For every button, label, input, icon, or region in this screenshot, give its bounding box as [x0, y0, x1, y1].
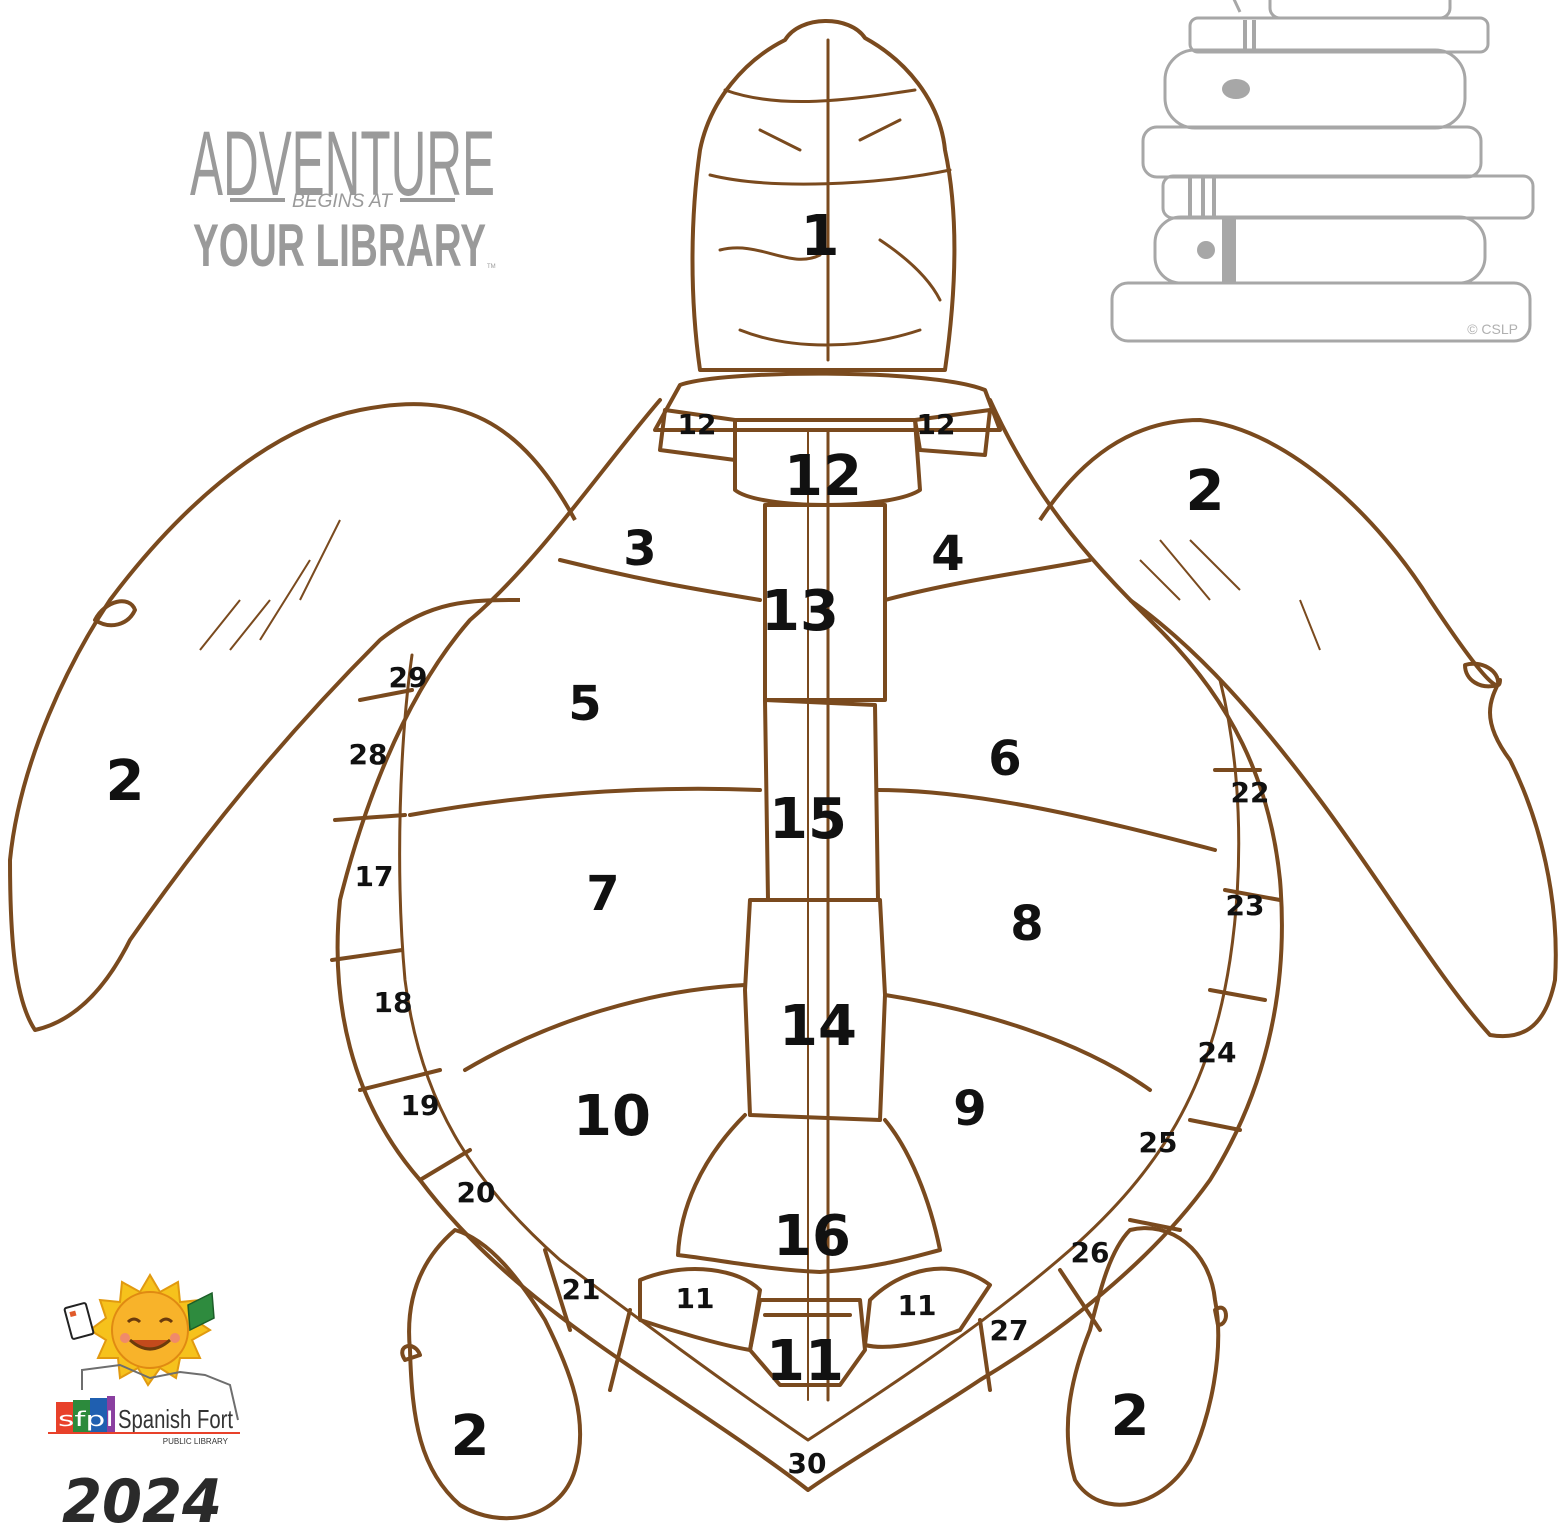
region-label: 28 — [349, 738, 388, 771]
library-name: Spanish Fort — [118, 1404, 234, 1434]
region-label: 17 — [355, 860, 394, 893]
region-label: 6 — [988, 731, 1021, 787]
left-rear-flipper — [409, 1230, 580, 1518]
region-label: 11 — [766, 1329, 844, 1394]
region-label: 4 — [931, 526, 964, 582]
turtle-head — [693, 21, 955, 370]
right-rear-flipper — [1068, 1228, 1218, 1505]
region-label: 12 — [784, 444, 862, 509]
region-label: 1 — [801, 204, 840, 269]
library-year: 2024 — [62, 1467, 222, 1533]
region-label: 18 — [374, 986, 413, 1019]
region-label: 29 — [389, 661, 428, 694]
region-label: 20 — [457, 1176, 496, 1209]
region-label: 12 — [678, 408, 717, 441]
region-label: 11 — [898, 1289, 937, 1322]
region-label: 11 — [676, 1282, 715, 1315]
tablet-icon — [64, 1303, 94, 1340]
region-label: 24 — [1198, 1036, 1237, 1069]
region-label: 19 — [401, 1089, 440, 1122]
region-label: 25 — [1139, 1126, 1178, 1159]
region-label: 2 — [106, 749, 145, 814]
library-logo: sfpl Spanish Fort PUBLIC LIBRARY 2024 — [48, 1275, 240, 1533]
region-labels: 1 2 2 2 2 3 4 5 6 7 8 9 10 12 12 12 13 1… — [106, 204, 1270, 1480]
region-label: 12 — [917, 408, 956, 441]
book-stack-illustration — [1112, 0, 1533, 341]
region-label: 8 — [1010, 896, 1043, 952]
library-subtitle: PUBLIC LIBRARY — [163, 1437, 229, 1446]
logo-line-3: YOUR LIBRARY — [193, 212, 486, 279]
logo-trademark: TM — [487, 264, 496, 270]
region-label: 2 — [451, 1404, 490, 1469]
region-label: 9 — [953, 1081, 986, 1137]
region-label: 2 — [1111, 1384, 1150, 1449]
book-icon — [188, 1293, 214, 1330]
region-label: 22 — [1231, 776, 1270, 809]
region-label: 26 — [1071, 1236, 1110, 1269]
adventure-logo: ADVENTURE BEGINS AT YOUR LIBRARY TM — [190, 113, 496, 279]
region-label: 7 — [586, 866, 619, 922]
library-initials: sfpl — [58, 1407, 114, 1431]
region-label: 15 — [769, 787, 847, 852]
copyright-text: © CSLP — [1467, 321, 1518, 337]
sun-icon — [90, 1275, 210, 1385]
right-front-flipper — [1040, 420, 1556, 1036]
logo-line-2: BEGINS AT — [292, 191, 393, 212]
region-label: 14 — [779, 994, 857, 1059]
region-label: 30 — [788, 1447, 827, 1480]
region-label: 5 — [568, 676, 601, 732]
region-label: 3 — [623, 521, 656, 577]
region-label: 21 — [562, 1273, 601, 1306]
region-label: 13 — [761, 579, 839, 644]
region-label: 10 — [573, 1084, 651, 1149]
left-front-flipper — [10, 404, 575, 1030]
turtle-shell — [338, 400, 1282, 1490]
region-label: 16 — [773, 1204, 851, 1269]
region-label: 23 — [1226, 889, 1265, 922]
region-label: 27 — [990, 1314, 1029, 1347]
region-label: 2 — [1186, 459, 1225, 524]
